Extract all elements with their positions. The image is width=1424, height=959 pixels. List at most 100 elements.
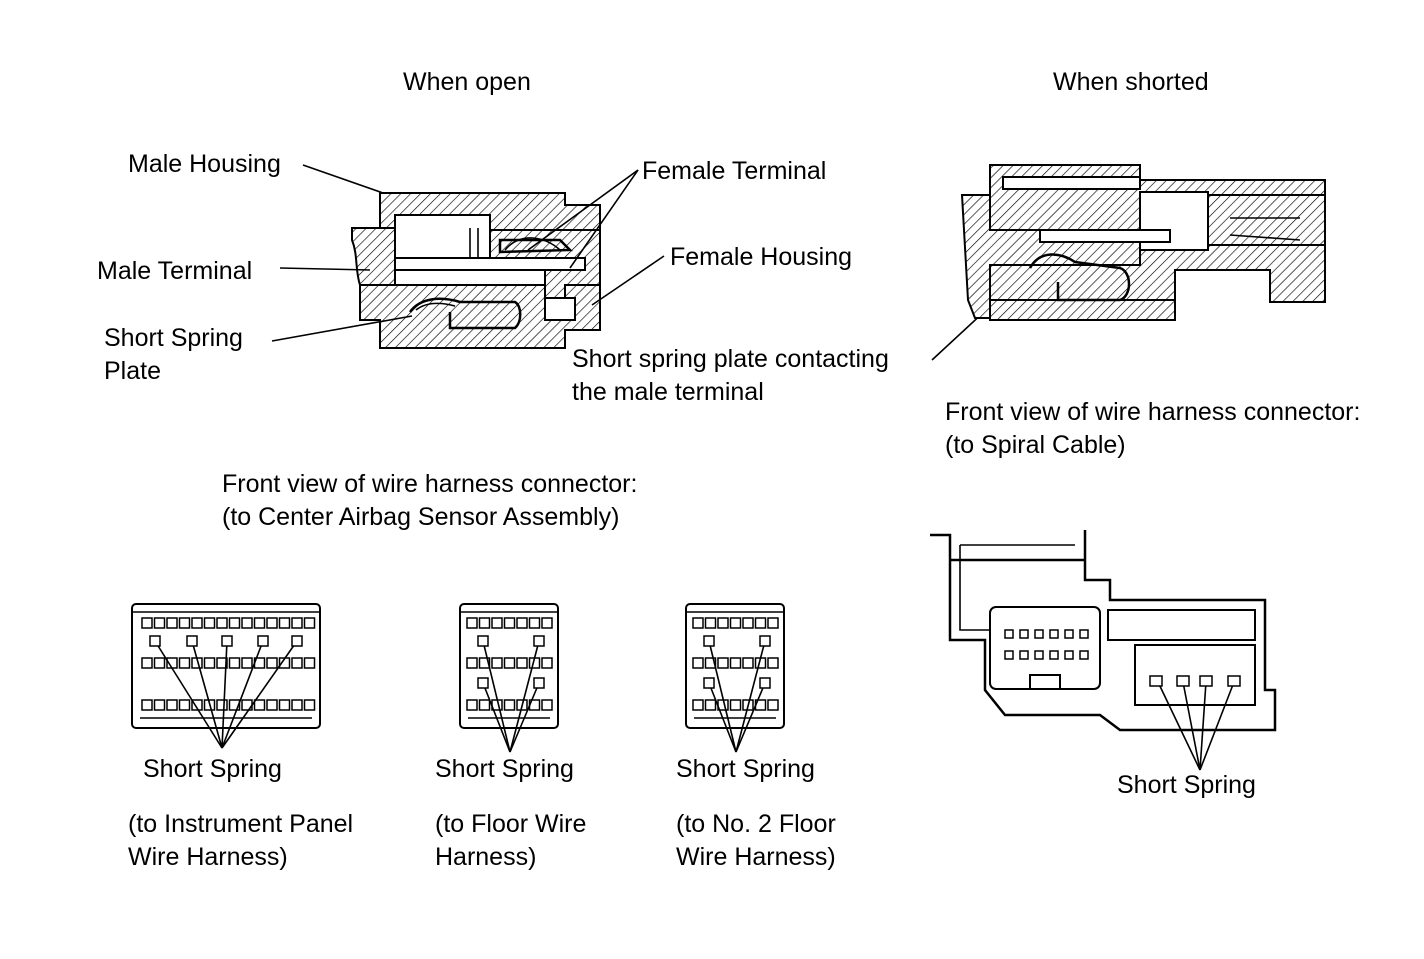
spiral-connector xyxy=(930,530,1277,732)
spiral-short-spring-group xyxy=(1149,675,1241,771)
label-short-spring-plate-2: Plate xyxy=(104,357,161,385)
pin-cavity xyxy=(704,657,717,669)
pin-cavity xyxy=(478,699,491,711)
conn1-desc-2: Wire Harness) xyxy=(128,843,288,871)
pin-cavity xyxy=(767,657,779,669)
short-spring-pin xyxy=(759,677,771,689)
pin-cavity xyxy=(191,699,203,711)
short-spring-pin xyxy=(257,635,269,647)
pin-cavity xyxy=(216,617,228,629)
pin-cavity xyxy=(278,617,291,629)
pin-cavity xyxy=(141,699,153,711)
pin-cavity xyxy=(241,617,253,629)
label-female-terminal: Female Terminal xyxy=(642,157,826,185)
pin-cavity xyxy=(503,657,516,669)
label-short-spring-plate-1: Short Spring xyxy=(104,324,243,352)
connector-floor-springs xyxy=(477,635,545,753)
pin-cavity xyxy=(1034,629,1044,639)
short-spring-leader xyxy=(482,640,511,753)
pin-cavity xyxy=(767,617,779,629)
pin-cavity xyxy=(1079,650,1089,660)
connector-instrument-panel-springs xyxy=(149,635,303,749)
pin-cavity xyxy=(178,617,191,629)
short-spring-pin xyxy=(149,635,161,647)
pin-cavity xyxy=(178,699,191,711)
pin-cavity xyxy=(704,617,717,629)
pin-cavity xyxy=(692,617,704,629)
conn3-spring-label: Short Spring xyxy=(676,755,815,783)
pin-cavity xyxy=(141,617,153,629)
pin-cavity xyxy=(503,699,516,711)
pin-cavity xyxy=(228,699,241,711)
pin-cavity xyxy=(216,657,228,669)
pin-cavity xyxy=(1079,629,1089,639)
short-spring-pin xyxy=(533,635,545,647)
short-spring-pin xyxy=(186,635,198,647)
pin-cavity xyxy=(478,617,491,629)
center-heading-2: (to Center Airbag Sensor Assembly) xyxy=(222,503,619,531)
short-spring-leader xyxy=(221,640,228,749)
pin-cavity xyxy=(742,617,754,629)
pin-cavity xyxy=(729,617,742,629)
short-spring-pin xyxy=(703,677,715,689)
conn1-desc-1: (to Instrument Panel xyxy=(128,810,353,838)
label-contacting-2: the male terminal xyxy=(572,378,764,406)
pin-cavity xyxy=(704,699,717,711)
pin-cavity xyxy=(153,699,166,711)
pin-cavity xyxy=(528,617,541,629)
pin-cavity xyxy=(541,617,553,629)
pin-cavity xyxy=(203,617,216,629)
short-spring-pin xyxy=(703,635,715,647)
pin-cavity xyxy=(153,657,166,669)
pin-cavity xyxy=(1004,650,1014,660)
short-spring-leader xyxy=(482,682,511,753)
pin-cavity xyxy=(466,617,478,629)
leader-female-terminal-a xyxy=(527,169,639,251)
pin-cavity xyxy=(516,617,528,629)
pin-cavity xyxy=(1064,629,1074,639)
leader-female-terminal-b xyxy=(569,169,639,269)
pin-cavity xyxy=(166,699,178,711)
pin-cavity xyxy=(303,657,316,669)
short-spring-leader xyxy=(154,640,223,749)
pin-cavity xyxy=(278,699,291,711)
pin-cavity xyxy=(1019,629,1029,639)
short-spring-leader xyxy=(509,640,540,753)
pin-cavity xyxy=(754,617,767,629)
short-spring-leader xyxy=(708,682,737,753)
short-spring-pin xyxy=(533,677,545,689)
center-heading-1: Front view of wire harness connector: xyxy=(222,470,637,498)
pin-cavity xyxy=(516,657,528,669)
pin-cavity xyxy=(166,617,178,629)
open-cross-section xyxy=(351,192,601,349)
pin-cavity xyxy=(178,657,191,669)
pin-cavity xyxy=(466,657,478,669)
pin-cavity xyxy=(1064,650,1074,660)
pin-cavity xyxy=(141,657,153,669)
short-spring-leader xyxy=(221,640,298,749)
pin-cavity xyxy=(303,617,316,629)
pin-cavity xyxy=(253,617,266,629)
spiral-pin-grid xyxy=(1004,629,1089,660)
short-spring-pin xyxy=(759,635,771,647)
label-male-housing: Male Housing xyxy=(128,150,281,178)
short-spring-pin xyxy=(477,677,489,689)
pin-cavity xyxy=(191,617,203,629)
short-spring-leader xyxy=(509,682,540,753)
pin-cavity xyxy=(241,657,253,669)
pin-cavity xyxy=(216,699,228,711)
pin-cavity xyxy=(266,617,278,629)
connector-no2-floor-pins xyxy=(692,617,779,711)
conn3-desc-1: (to No. 2 Floor xyxy=(676,810,836,838)
conn2-desc-1: (to Floor Wire xyxy=(435,810,586,838)
leader-female-housing xyxy=(591,255,665,306)
spiral-heading-1: Front view of wire harness connector: xyxy=(945,398,1360,426)
connector-no2-floor-springs xyxy=(703,635,771,753)
conn2-spring-label: Short Spring xyxy=(435,755,574,783)
pin-cavity xyxy=(153,617,166,629)
label-contacting-1: Short spring plate contacting xyxy=(572,345,889,373)
pin-cavity xyxy=(742,657,754,669)
title-when-open: When open xyxy=(403,68,531,96)
pin-cavity xyxy=(228,657,241,669)
